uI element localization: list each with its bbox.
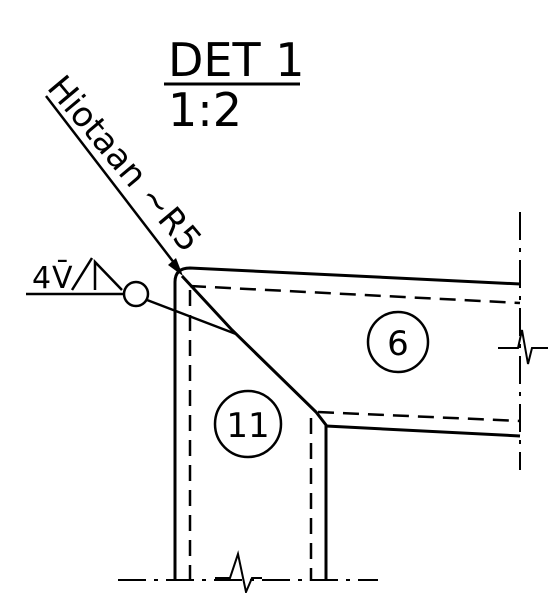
leader-line (45, 95, 179, 269)
part-bubble-6-number: 6 (387, 324, 409, 364)
detail-scale: 1:2 (168, 83, 242, 137)
part-bubble-11-circle (213, 389, 283, 459)
part-bubble-11-number: 11 (226, 406, 269, 446)
break-symbol-right (498, 329, 548, 365)
weld-size: 4 (32, 261, 51, 296)
weld-fillet-triangle (93, 258, 123, 291)
detail-title: DET 1 (168, 33, 304, 87)
weld-all-around-circle (122, 280, 150, 308)
weld-arrow-line (146, 298, 237, 336)
hidden-line-mid (317, 410, 521, 423)
hidden-line-top (189, 284, 521, 305)
weld-slash (70, 257, 94, 291)
break-symbol-bottom (215, 550, 262, 593)
part-outline (173, 266, 521, 581)
part-bubble-6-circle (366, 310, 430, 374)
bevel-edge (180, 274, 328, 581)
lower-flange-edge (325, 424, 521, 438)
weld-type-glyph: V̄ (52, 260, 73, 296)
